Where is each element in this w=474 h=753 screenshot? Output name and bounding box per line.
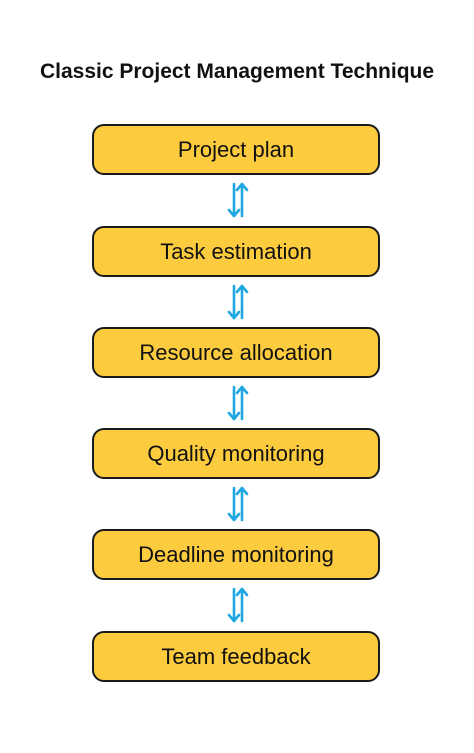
diagram-title: Classic Project Management Technique [39,60,435,83]
bidirectional-arrow-icon [227,284,249,320]
step-box-quality-monitoring: Quality monitoring [92,428,380,479]
bidirectional-arrow-icon [227,486,249,522]
arrow-strokes [227,182,249,218]
arrow-strokes [227,587,249,623]
bidirectional-arrow-icon [227,385,249,421]
step-box-deadline-monitoring: Deadline monitoring [92,529,380,580]
step-box-task-estimation: Task estimation [92,226,380,277]
arrow-strokes [227,385,249,421]
arrow-strokes [227,486,249,522]
step-box-resource-allocation: Resource allocation [92,327,380,378]
step-box-team-feedback: Team feedback [92,631,380,682]
arrow-strokes [227,284,249,320]
bidirectional-arrow-icon [227,587,249,623]
step-box-project-plan: Project plan [92,124,380,175]
bidirectional-arrow-icon [227,182,249,218]
